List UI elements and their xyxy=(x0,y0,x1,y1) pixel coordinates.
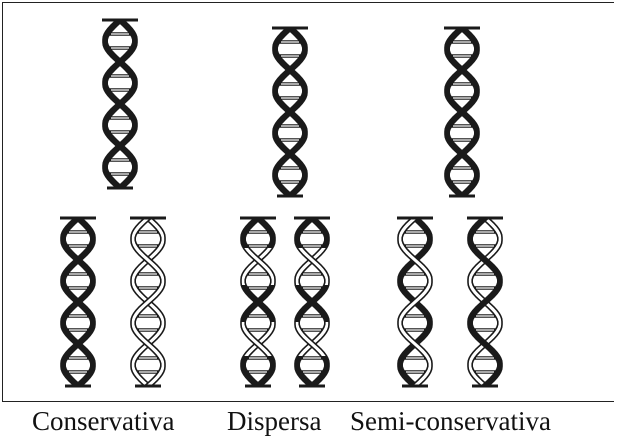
daughter-helix-dispersive-1 xyxy=(240,218,276,386)
label-conservative: Conservativa xyxy=(32,401,174,441)
daughter-helix-dispersive-2 xyxy=(294,218,330,386)
daughter-helix-conservative-2 xyxy=(130,218,166,386)
daughter-helix-conservative-1 xyxy=(60,218,96,386)
parent-helix-dispersive xyxy=(272,28,308,196)
label-semiconservative: Semi-conservativa xyxy=(350,401,551,441)
daughter-helix-semiconservative-1 xyxy=(397,218,433,386)
label-dispersive: Dispersa xyxy=(227,401,321,441)
daughter-helix-semiconservative-2 xyxy=(467,218,503,386)
parent-helix-semiconservative xyxy=(444,28,480,196)
parent-helix-conservative xyxy=(102,20,138,188)
